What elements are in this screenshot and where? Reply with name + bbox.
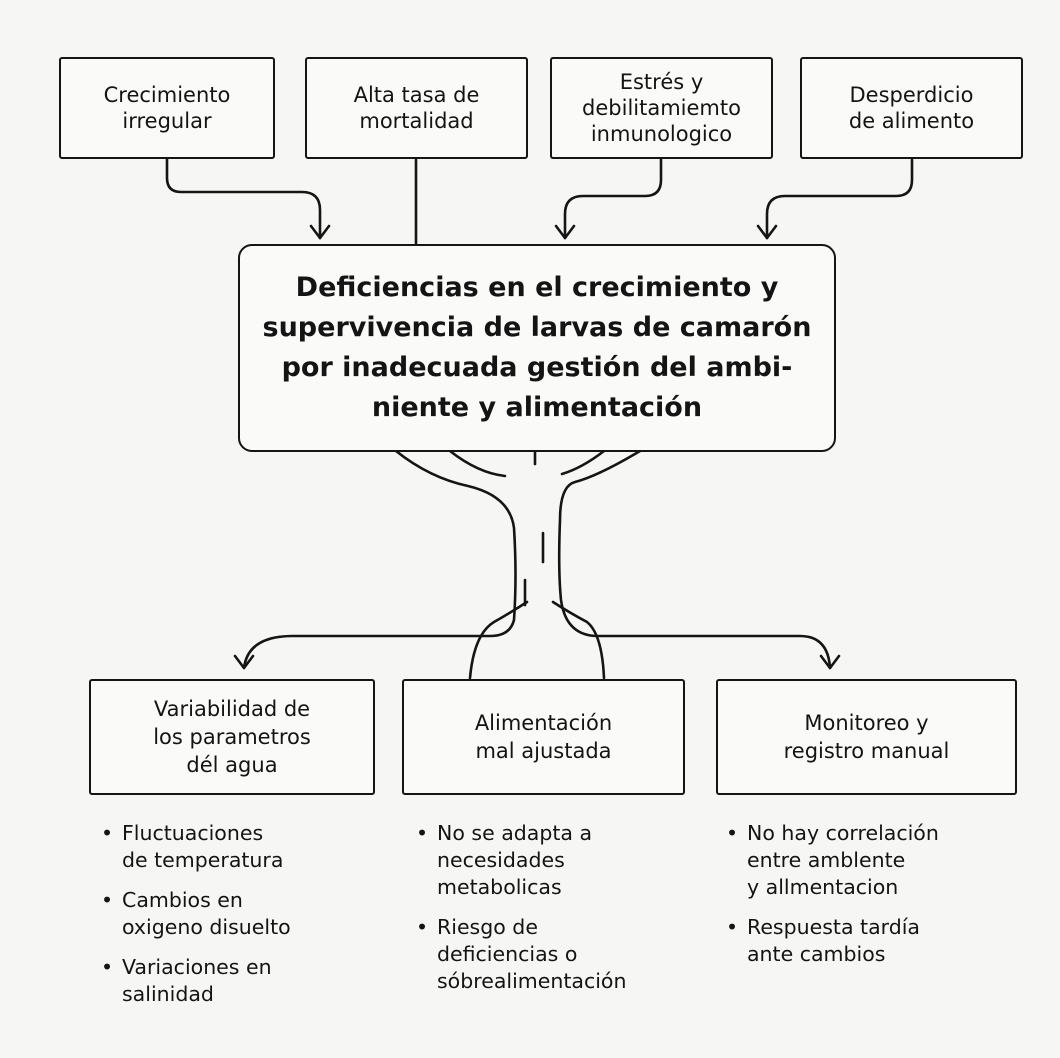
- effect-estres: Estrés y debilitamiemto inmunologico: [550, 57, 773, 159]
- bullet-text: No se adapta a necesidades metabolicas: [437, 821, 593, 899]
- effect-1-connector: [165, 155, 322, 240]
- cause-alimentacion: Alimentación mal ajustada: [402, 679, 685, 795]
- bullet-item: • Respuesta tardía ante cambios: [720, 914, 1030, 968]
- bullet-item: • Variaciones en salinidad: [95, 954, 385, 1008]
- cause-1-bullets: • Fluctuaciones de temperatura • Cambios e…: [95, 820, 385, 1021]
- effect-3-arrowhead: [554, 224, 576, 240]
- cause-variabilidad: Variabilidad de los parametros dél agua: [89, 679, 375, 795]
- cause-2-bullets: •No se adapta a necesidades metabolicas …: [410, 820, 700, 1008]
- effect-1-arrowhead: [309, 224, 331, 240]
- cause-1-arrowhead: [233, 654, 255, 670]
- effect-4-arrowhead: [756, 224, 778, 240]
- cause-3-arrowhead: [819, 654, 841, 670]
- effect-alta-mortalidad: Alta tasa de mortalidad: [305, 57, 528, 159]
- root-right-branch: [560, 449, 606, 476]
- bullet-dot: •: [416, 915, 429, 939]
- bullet-text: Respuesta tardía ante cambios: [747, 915, 920, 966]
- bullet-dot: •: [416, 821, 429, 845]
- effect-desperdicio: Desperdicio de alimento: [800, 57, 1023, 159]
- bullet-item: • No hay correlación entre amblente y all…: [720, 820, 1030, 901]
- trunk-right-outline: [557, 449, 832, 670]
- bullet-item: • Riesgo de deficiencias o sóbrealimentac…: [410, 914, 700, 995]
- bullet-text: Riesgo de deficiencias o sóbrealimentaci…: [437, 915, 627, 993]
- central-problem-box: Deficiencias en el crecimiento y supervi…: [238, 244, 836, 452]
- effect-3-connector: [563, 155, 663, 240]
- root-center-right: [551, 600, 606, 680]
- bullet-text: Variaciones en salinidad: [122, 955, 272, 1006]
- bullet-item: • Cambios en oxigeno disuelto: [95, 887, 385, 941]
- cause-monitoreo: Monitoreo y registro manual: [716, 679, 1017, 795]
- cause-3-bullets: • No hay correlación entre amblente y all…: [720, 820, 1030, 981]
- effect-4-connector: [765, 155, 914, 240]
- effect-crecimiento-irregular: Crecimiento irregular: [59, 57, 275, 159]
- bullet-text: Fluctuaciones de temperatura: [122, 821, 284, 872]
- bullet-dot: •: [101, 821, 114, 845]
- bullet-item: • No se adapta a necesidades metabolicas: [410, 820, 700, 901]
- root-left-branch: [448, 449, 507, 478]
- root-center-left: [468, 600, 529, 680]
- bullet-dot: •: [101, 955, 114, 979]
- bullet-text: Cambios en oxigeno disuelto: [122, 888, 291, 939]
- bullet-item: • Fluctuaciones de temperatura: [95, 820, 385, 874]
- bullet-dot: •: [726, 915, 739, 939]
- bullet-text: No hay correlación entre amblente y allm…: [747, 821, 939, 899]
- bullet-dot: •: [726, 821, 739, 845]
- bullet-dot: •: [101, 888, 114, 912]
- trunk-left-outline: [242, 449, 517, 670]
